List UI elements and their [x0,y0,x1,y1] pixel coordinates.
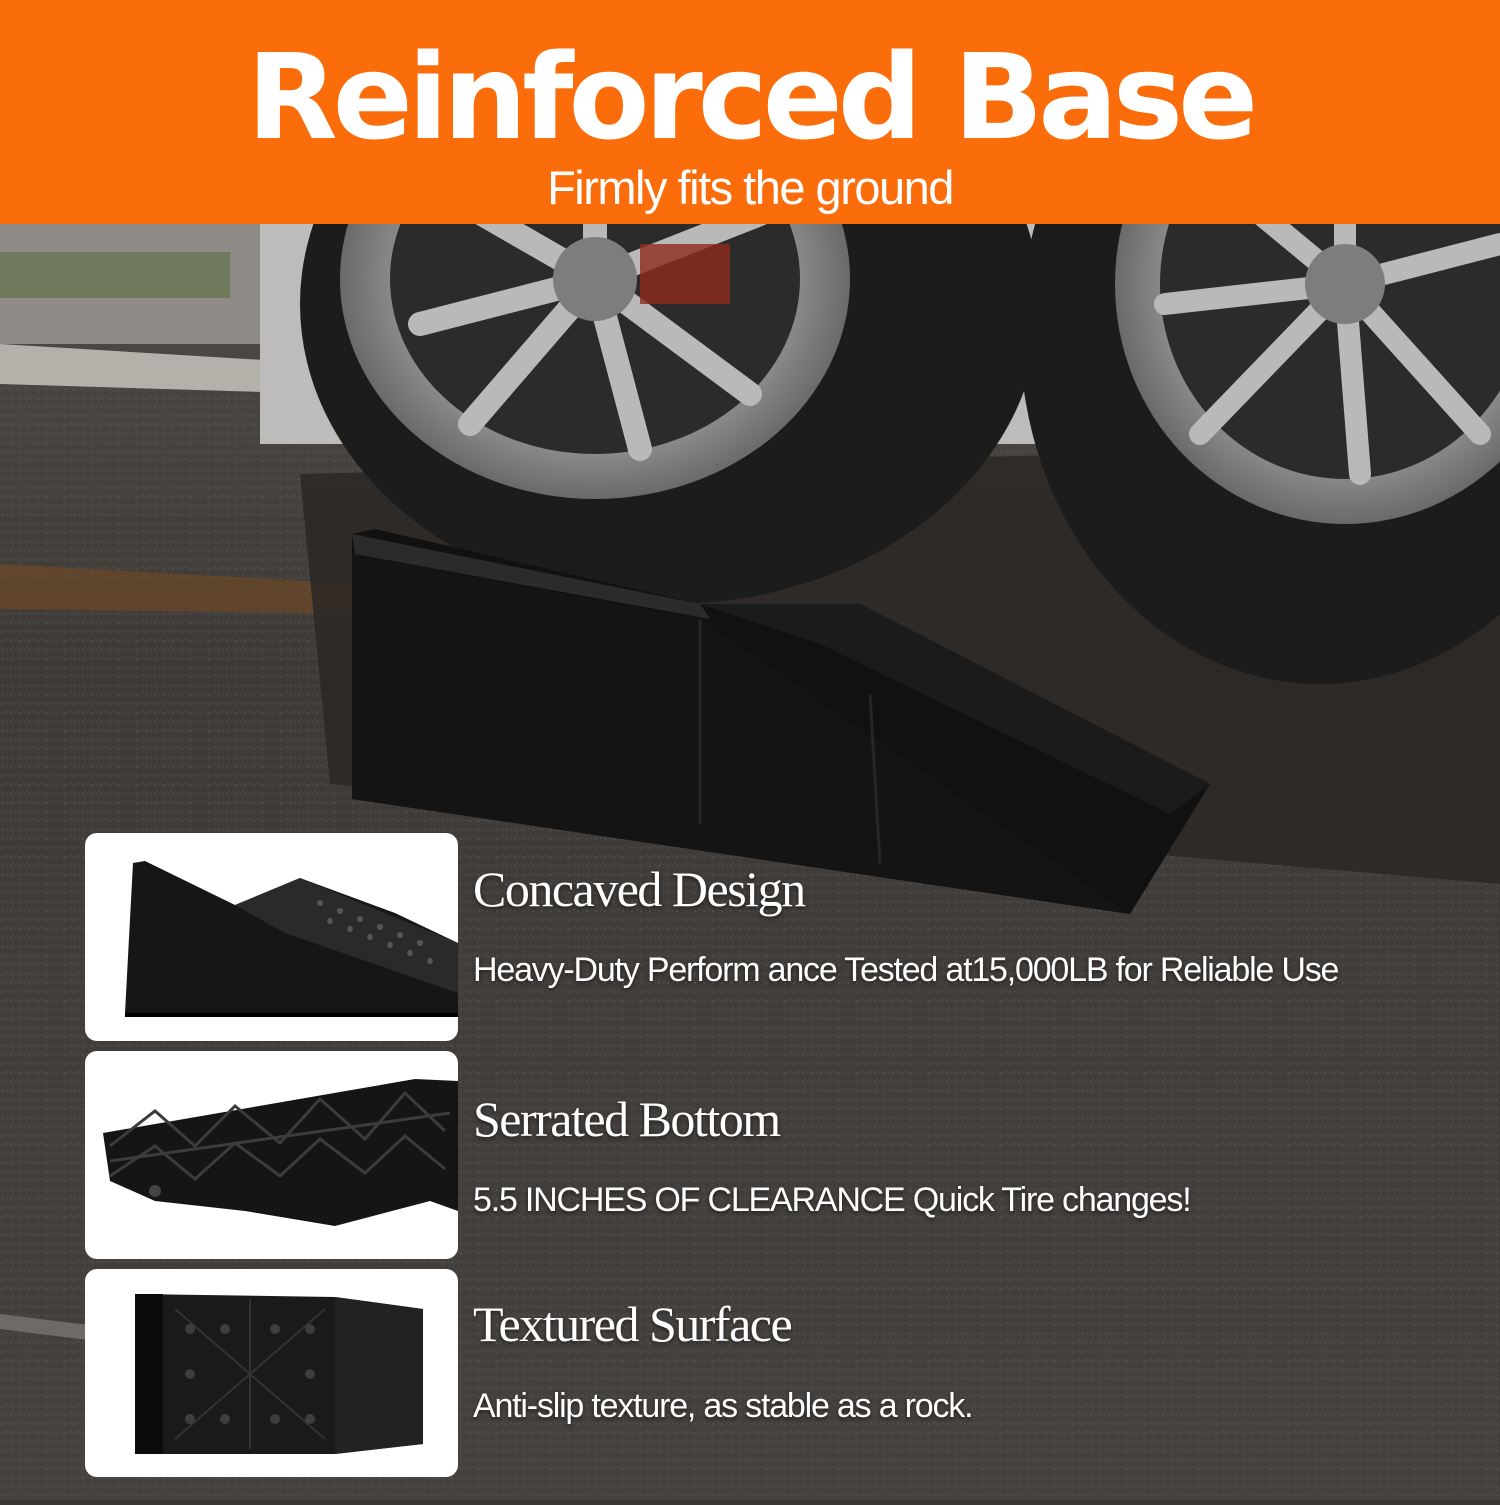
page-subtitle: Firmly fits the ground [547,161,954,214]
page-title: Reinforced Base [246,28,1258,166]
header-banner: Reinforced Base Firmly fits the ground [0,0,1500,224]
